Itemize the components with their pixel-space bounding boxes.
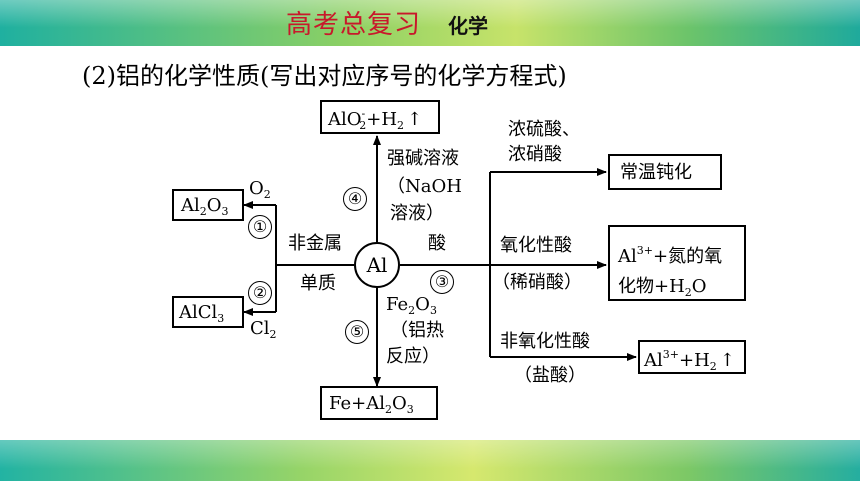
product-box-nitrogen-oxide: Al3++氮的氧化物+H2O [608,225,746,301]
reaction-number-5: ⑤ [345,320,369,344]
gas-arrow: ↑ [719,350,735,371]
reagent-label: 反应） [386,346,440,367]
formula-part: O [206,195,222,216]
formula-part: +H [678,350,710,371]
product-box-passivation: 常温钝化 [608,154,722,190]
formula-part: O [691,276,707,297]
reagent-label: （盐酸） [514,365,586,386]
header-subject: 化学 [448,14,488,38]
reagent-o2: O2 [249,178,271,201]
formula-sub: 2 [684,286,692,299]
formula-part: O [249,178,264,199]
reagent-label: 非氧化性酸 [500,331,590,352]
formula-part: Al [181,195,200,216]
formula-sub: 3 [221,205,229,218]
formula-sub: 3 [217,312,225,325]
reagent-label: （NaOH [387,176,462,197]
formula-part: O [415,294,430,315]
aluminum-center-node: Al [354,242,400,288]
reagent-label: 氧化性酸 [500,235,572,256]
formula-part: AlCl [179,302,218,323]
reagent-label: 浓硫酸、 [508,119,580,140]
formula-sub: 2 [199,205,207,218]
formula-sub: 2 [263,188,271,201]
reagent-label: （稀硝酸） [492,272,582,293]
formula-part: O [392,393,407,414]
product-box-alo2-h2: AlO-2+H2↑ [320,100,440,134]
formula-sup: - [361,107,366,120]
formula-sub: 2 [709,360,717,373]
product-box-alcl3: AlCl3 [172,296,244,328]
formula-part: 化物+H [618,276,685,297]
formula-sub: 2 [269,328,277,341]
formula-sub: 3 [429,304,437,317]
product-box-al3-h2: Al3++H2↑ [638,340,746,374]
product-box-fe-al2o3: Fe+Al2O3 [320,386,438,420]
formula-part: Al [618,246,637,267]
formula-sub: 3 [406,403,414,416]
branch-label-element: 单质 [300,273,336,294]
reagent-label: 浓硝酸 [508,144,562,165]
formula-line: Al3++氮的氧 [618,236,744,272]
formula-part: Fe [386,294,409,315]
formula-part: +氮的氧 [652,246,723,267]
reagent-cl2: Cl2 [250,318,277,341]
formula-sub: 2 [397,119,405,132]
branch-label-nonmetal: 非金属 [288,233,342,254]
reagent-label: 溶液） [390,203,444,224]
reaction-number-1: ① [248,215,272,239]
intro-text: (2)铝的化学性质(写出对应序号的化学方程式) [82,62,567,90]
formula-part: AlO [328,109,362,130]
formula-part: Fe+Al [329,393,385,414]
formula-sup: 3+ [636,244,653,257]
header-title: 高考总复习 [286,10,422,40]
reagent-label: 强碱溶液 [387,148,459,169]
reagent-fe2o3: Fe2O3 [386,294,437,317]
gas-arrow: ↑ [407,109,423,130]
formula-part: +H [366,109,398,130]
formula-part: Cl [250,318,270,339]
reaction-number-3: ③ [430,270,454,294]
formula-sub: 2 [408,304,416,317]
header-band [0,0,860,46]
reagent-label: （铝热 [390,320,444,341]
reaction-number-4: ④ [343,187,367,211]
formula-sup: 3+ [662,348,679,361]
branch-label-acid: 酸 [428,233,446,254]
formula-sub: 2 [359,119,367,132]
formula-part: Al [644,350,663,371]
formula-sub: 2 [385,403,392,416]
reaction-number-2: ② [248,281,272,305]
product-box-al2o3: Al2O3 [172,189,244,221]
formula-line: 化物+H2O [618,272,744,308]
footer-band [0,440,860,481]
